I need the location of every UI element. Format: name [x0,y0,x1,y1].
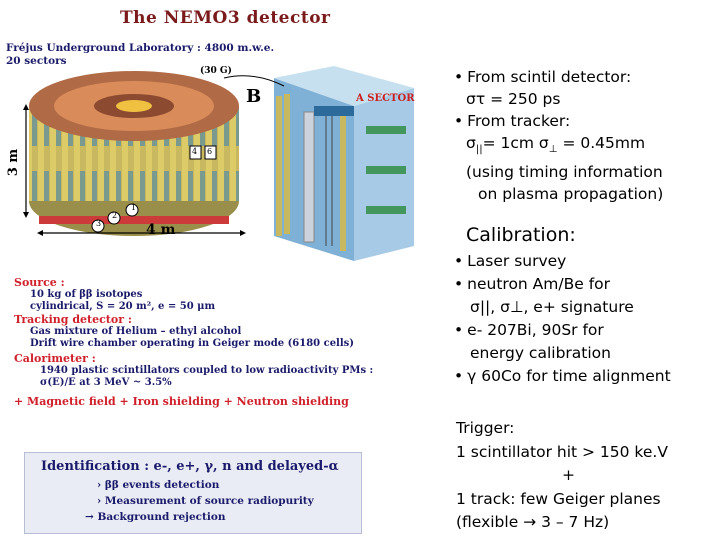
shielding-line: + Magnetic field + Iron shielding + Neut… [14,395,349,408]
identification-item-bb: › ββ events detection [97,479,220,491]
sector-view [274,66,414,261]
width-label: 4 m [146,222,176,238]
identification-item-background: → Background rejection [85,511,226,523]
scintil-line: •From scintil detector: [454,68,632,86]
lab-depth-line: Fréjus Underground Laboratory : 4800 m.w… [6,42,275,54]
calibration-heading: Calibration: [466,224,576,246]
marker-3-label: 3 [96,219,102,228]
trigger-rate: (flexible → 3 – 7 Hz) [456,513,610,531]
timing-note-1: (using timing information [466,163,663,182]
detector-figure [23,66,414,261]
sigma-tracker-line: σ||= 1cm σ⊥ = 0.45mm [466,134,646,156]
tracker-line: •From tracker: [454,112,571,130]
gauss-label: (30 G) [200,66,232,76]
marker-6-label: 6 [207,147,213,156]
calorimeter-heading: Calorimeter : [14,352,96,365]
detector-description: Source : 10 kg of ββ isotopes cylindrica… [14,276,394,408]
calibration-item-electron: •e- 207Bi, 90Sr for [454,321,604,339]
marker-6 [204,145,217,160]
calibration-list: •Laser survey •neutron Am/Be for σ||, σ⊥… [454,250,716,388]
trigger-block: Trigger: 1 scintillator hit > 150 ke.V +… [456,417,718,535]
trigger-track: 1 track: few Geiger planes [456,489,661,508]
trigger-scintillator: 1 scintillator hit > 150 ke.V [456,442,668,461]
trigger-heading: Trigger: [456,419,515,437]
marker-1 [125,203,139,217]
identification-box: Identification : e-, e+, γ, n and delaye… [24,452,362,534]
sectors-line: 20 sectors [6,55,67,67]
identification-heading: Identification : e-, e+, γ, n and delaye… [41,459,339,474]
slide-title: The NEMO3 detector [120,8,331,28]
calibration-item-energy: energy calibration [470,344,611,362]
b-field-label: B [246,86,262,107]
marker-3 [91,219,105,233]
marker-2-label: 2 [112,211,118,220]
marker-2 [107,211,121,225]
calibration-item-neutron: •neutron Am/Be for [454,275,611,293]
detector-cylinder [29,71,239,236]
calorimeter-detail-2: σ(E)/E at 3 MeV ~ 3.5% [40,377,172,388]
identification-item-radiopurity: › Measurement of source radiopurity [97,495,314,507]
tracking-detail-1: Gas mixture of Helium – ethyl alcohol [30,326,242,337]
tracking-detail-2: Drift wire chamber operating in Geiger m… [30,338,355,349]
marker-1-label: 1 [131,203,137,212]
field-line [223,75,285,87]
source-heading: Source : [14,276,65,289]
tracking-heading: Tracking detector : [14,313,132,326]
calibration-item-neutron-detail: σ||, σ⊥, e+ signature [470,298,634,316]
source-detail-1: 10 kg of ββ isotopes [30,289,143,300]
sigma-tau-line: στ = 250 ps [466,90,561,108]
detector-base [39,216,229,224]
width-dimension-arrow [37,230,246,236]
calibration-item-laser: •Laser survey [454,252,567,270]
source-detail-2: cylindrical, S = 20 m², e = 50 μm [30,301,216,312]
height-dimension-arrow [23,104,29,218]
height-label: 3 m [6,148,22,177]
trigger-plus: + [562,466,575,484]
marker-4-label: 4 [192,147,198,156]
timing-note-2: on plasma propagation) [478,185,664,204]
calorimeter-detail-1: 1940 plastic scintillators coupled to lo… [40,365,374,376]
calibration-item-gamma: •γ 60Co for time alignment [454,367,671,385]
sector-label: A SECTOR [356,93,415,104]
marker-4 [189,145,202,160]
resolution-block: •From scintil detector: στ = 250 ps •Fro… [454,66,716,205]
